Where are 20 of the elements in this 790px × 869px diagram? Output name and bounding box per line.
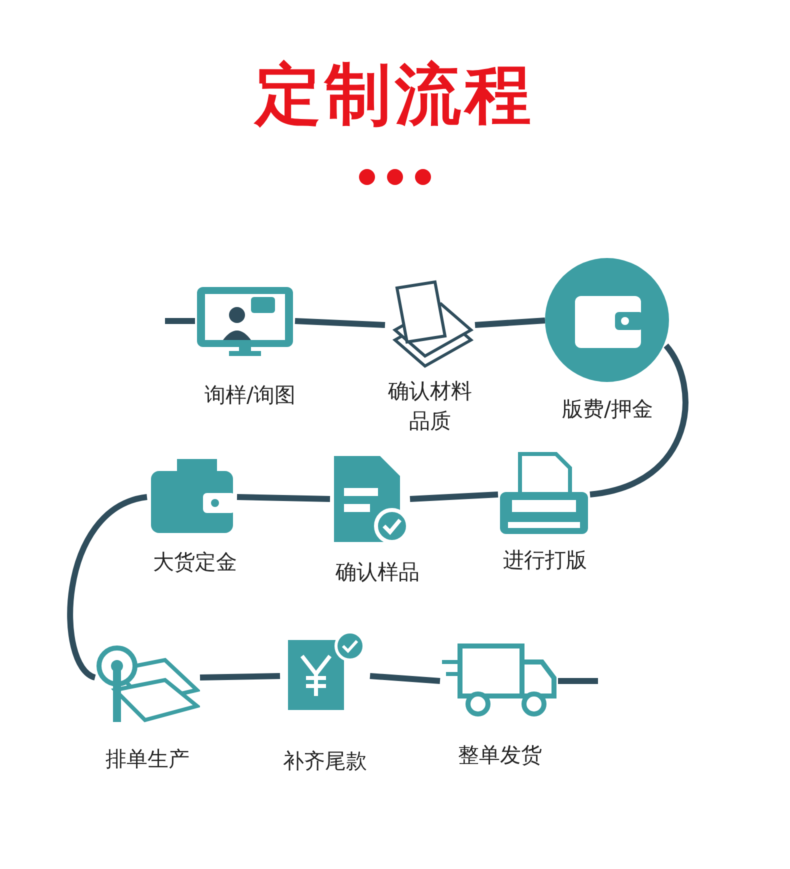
step-label: 大货定金: [153, 549, 237, 576]
step-label: 版费/押金: [562, 396, 654, 423]
connector-line: [370, 673, 440, 684]
connector-line: [589, 344, 688, 498]
connector-line: [67, 494, 148, 680]
connector-line: [200, 673, 280, 680]
connector-line: [165, 318, 195, 324]
step-label: 进行打版: [503, 547, 587, 574]
connector-line: [410, 492, 498, 502]
step-label: 补齐尾款: [283, 748, 367, 775]
connector-line: [474, 318, 546, 328]
step-label: 整单发货: [458, 742, 542, 769]
connector-line: [558, 678, 598, 684]
connector-line: [294, 318, 386, 328]
connector-line: [236, 494, 330, 502]
step-label: 确认材料品质: [387, 378, 473, 435]
title: 定制流程: [255, 55, 535, 135]
step-label: 询样/询图: [204, 382, 296, 409]
step-label: 排单生产: [106, 746, 190, 773]
step-label: 确认样品: [336, 559, 420, 586]
